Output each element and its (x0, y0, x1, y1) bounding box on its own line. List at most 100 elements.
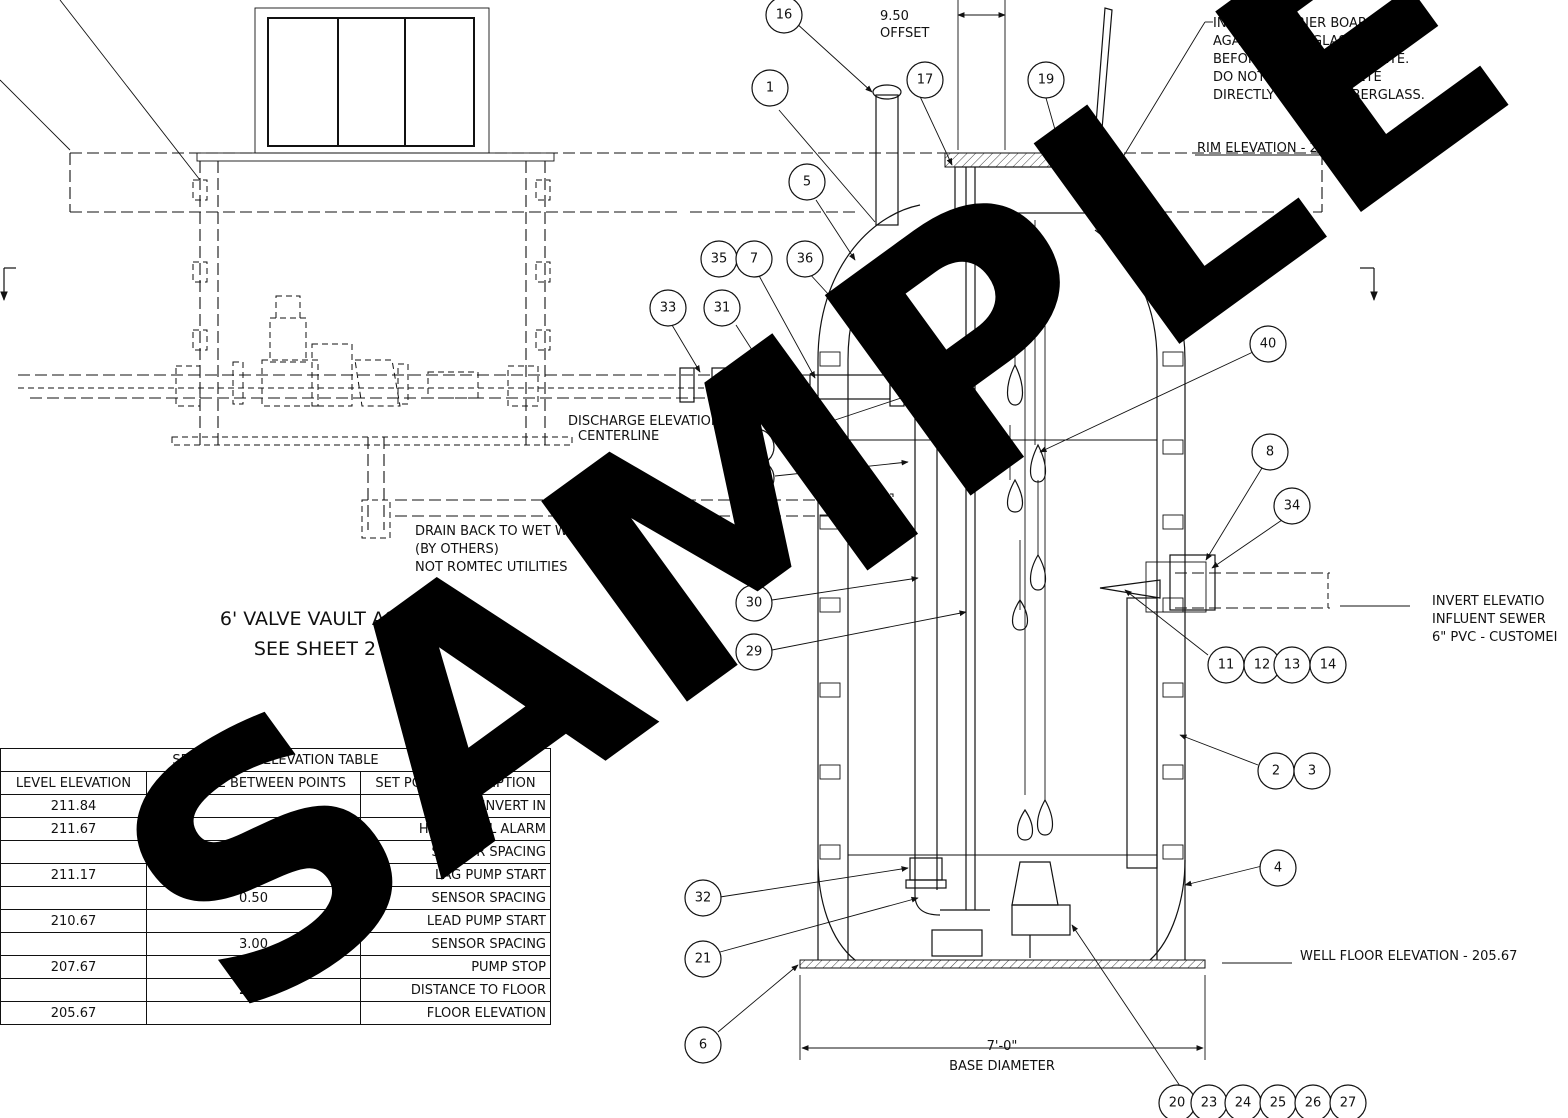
svg-text:25: 25 (1270, 1096, 1287, 1111)
table-header: SET POINT DESCRIPTION (360, 771, 551, 795)
svg-text:8: 8 (1266, 445, 1274, 460)
callout-leaders (671, 21, 1283, 1087)
svg-text:20: 20 (1169, 1096, 1186, 1111)
table-cell: PUMP STOP (360, 955, 551, 979)
callout-23: 23 (1190, 1084, 1228, 1118)
callout-15: 15 (737, 459, 775, 497)
barrier-note-line: DIRECTLY AGAINST FIBERGLASS. (1213, 88, 1425, 103)
svg-text:15: 15 (748, 471, 765, 486)
invert-note: INVERT ELEVATIO INFLUENT SEWER 6" PVC - … (1432, 594, 1557, 645)
vault-subtitle: SEE SHEET 2 (254, 638, 376, 660)
callout-37: 37 (737, 428, 775, 466)
callout-40: 40 (1249, 325, 1287, 363)
table-cell: SENSOR SPACING (360, 840, 551, 864)
table-cell: 205.67 (0, 1001, 147, 1025)
table-cell (146, 909, 361, 933)
drain-note-line: DRAIN BACK TO WET WELL (415, 524, 591, 539)
barrier-note-line: DO NOT POUR CONCRETE (1213, 70, 1382, 85)
callout-34: 34 (1273, 487, 1311, 525)
svg-text:16: 16 (776, 8, 793, 23)
table-cell (146, 955, 361, 979)
vault-title: 6' VALVE VAULT ASSEMBLY (220, 608, 471, 630)
callout-26: 26 (1294, 1084, 1332, 1118)
callout-20: 20 (1158, 1084, 1196, 1118)
svg-text:30: 30 (746, 596, 763, 611)
callout-2: 2 (1257, 752, 1295, 790)
drain-line (361, 437, 894, 539)
callout-25: 25 (1259, 1084, 1297, 1118)
table-cell: FLOOR ELEVATION (360, 1001, 551, 1025)
table-row: 211.17 LAG PUMP START (0, 863, 551, 887)
table-cell: 207.67 (0, 955, 147, 979)
callout-33: 33 (649, 289, 687, 327)
callout-17: 17 (906, 61, 944, 99)
svg-text:14: 14 (1320, 658, 1337, 673)
table-cell: LAG PUMP START (360, 863, 551, 887)
svg-text:17: 17 (917, 73, 934, 88)
svg-text:27: 27 (1340, 1096, 1357, 1111)
table-row: 207.67 PUMP STOP (0, 955, 551, 979)
rim-slab-outline (69, 152, 1323, 213)
svg-text:4: 4 (1274, 861, 1282, 876)
svg-text:29: 29 (746, 645, 763, 660)
table-cell: 211.17 (0, 863, 147, 887)
svg-text:1: 1 (766, 81, 774, 96)
table-cell: SEWER INVERT IN (360, 794, 551, 818)
drain-note-line: NOT ROMTEC UTILITIES (415, 560, 567, 575)
callout-36: 36 (786, 240, 824, 278)
callout-32: 32 (684, 879, 722, 917)
callout-6: 6 (684, 1026, 722, 1064)
callout-24: 24 (1224, 1084, 1262, 1118)
svg-text:34: 34 (1284, 499, 1301, 514)
table-cell (0, 886, 147, 910)
table-row: 210.67 LEAD PUMP START (0, 909, 551, 933)
svg-text:12: 12 (1254, 658, 1271, 673)
leader-line (0, 79, 71, 151)
svg-text:31: 31 (714, 301, 731, 316)
svg-text:6: 6 (699, 1038, 707, 1053)
svg-text:3: 3 (1308, 764, 1316, 779)
table-row: 205.67 FLOOR ELEVATION (0, 1001, 551, 1025)
svg-text:33: 33 (660, 301, 677, 316)
leader-line (59, 0, 201, 181)
table-cell: HIGH LEVEL ALARM (360, 817, 551, 841)
offset-value: 9.50 (880, 9, 909, 24)
table-cell: 3.00 (146, 932, 361, 956)
discharge-elevation-label: DISCHARGE ELEVATION - 215.67' (568, 414, 783, 429)
svg-text:35: 35 (711, 252, 728, 267)
svg-text:36: 36 (797, 252, 814, 267)
callout-5: 5 (788, 163, 826, 201)
wet-well (679, 0, 1410, 969)
barrier-note-line: BEFORE POURING CONCRETE. (1213, 52, 1409, 67)
table-header: LEVEL ELEVATION (0, 771, 147, 795)
discharge-centerline-label: CENTERLINE (578, 429, 659, 444)
table-cell: 211.67 (0, 817, 147, 841)
svg-text:23: 23 (1201, 1096, 1218, 1111)
table-cell (146, 863, 361, 887)
callout-30: 30 (735, 584, 773, 622)
callout-16: 16 (765, 0, 803, 34)
table-cell (0, 840, 147, 864)
table-cell (146, 1001, 361, 1025)
table-cell: 210.67 (0, 909, 147, 933)
svg-text:32: 32 (695, 891, 712, 906)
dimension-lines (799, 12, 1292, 1060)
sensor-elevation-table: SENSOR AND ELEVATION TABLE LEVEL ELEVATI… (0, 748, 551, 1025)
svg-text:21: 21 (695, 952, 712, 967)
table-title: SENSOR AND ELEVATION TABLE (0, 748, 551, 772)
section-cut-right (1360, 267, 1378, 301)
table-cell: LEAD PUMP START (360, 909, 551, 933)
rim-elevation-label: RIM ELEVATION - 219.67' (1197, 141, 1359, 156)
table-row: 211.67 HIGH LEVEL ALARM (0, 817, 551, 841)
callout-3: 3 (1293, 752, 1331, 790)
callout-35: 35 (700, 240, 738, 278)
svg-text:19: 19 (1038, 73, 1055, 88)
discharge-pipe-vault (18, 295, 810, 407)
svg-text:37: 37 (748, 440, 765, 455)
table-cell: SENSOR SPACING (360, 932, 551, 956)
callout-19: 19 (1027, 61, 1065, 99)
